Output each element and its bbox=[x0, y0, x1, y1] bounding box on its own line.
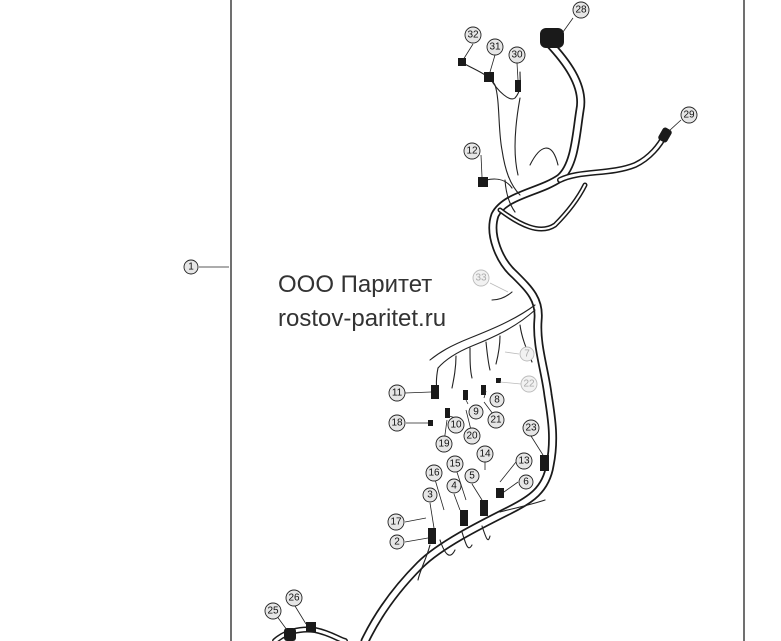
svg-text:18: 18 bbox=[391, 418, 403, 429]
callout-25: 25 bbox=[264, 602, 282, 620]
svg-text:9: 9 bbox=[473, 407, 479, 418]
callout-23: 23 bbox=[522, 419, 540, 437]
callout-29: 29 bbox=[680, 106, 698, 124]
callout-18: 18 bbox=[388, 414, 406, 432]
svg-text:26: 26 bbox=[288, 593, 300, 604]
svg-text:29: 29 bbox=[683, 110, 695, 121]
svg-text:28: 28 bbox=[575, 5, 587, 16]
svg-text:32: 32 bbox=[467, 30, 479, 41]
svg-text:20: 20 bbox=[466, 431, 478, 442]
callout-26: 26 bbox=[285, 589, 303, 607]
callout-16: 16 bbox=[425, 464, 443, 482]
callout-21: 21 bbox=[487, 411, 505, 429]
connector-8 bbox=[481, 385, 486, 395]
callout-28: 28 bbox=[572, 1, 590, 19]
connector-26 bbox=[306, 622, 316, 632]
callout-14: 14 bbox=[476, 445, 494, 463]
callout-17: 17 bbox=[387, 513, 405, 531]
svg-text:14: 14 bbox=[479, 449, 491, 460]
svg-text:19: 19 bbox=[438, 439, 450, 450]
callout-9: 9 bbox=[468, 404, 484, 420]
svg-text:11: 11 bbox=[392, 388, 403, 399]
connector-18 bbox=[428, 420, 433, 426]
svg-text:2: 2 bbox=[394, 537, 400, 548]
connector-23 bbox=[540, 455, 549, 471]
connector-32 bbox=[458, 58, 466, 66]
svg-text:16: 16 bbox=[428, 468, 440, 479]
callout-20: 20 bbox=[463, 427, 481, 445]
svg-text:5: 5 bbox=[469, 471, 475, 482]
connector-12 bbox=[478, 177, 488, 187]
leader-lines bbox=[199, 17, 682, 631]
svg-text:3: 3 bbox=[427, 490, 433, 501]
connector-30 bbox=[515, 80, 521, 92]
callout-6: 6 bbox=[518, 474, 534, 490]
svg-text:25: 25 bbox=[267, 606, 279, 617]
callout-1: 1 bbox=[183, 259, 199, 275]
connectors bbox=[284, 28, 672, 641]
watermark-website: rostov-paritet.ru bbox=[278, 305, 447, 332]
callout-15: 15 bbox=[446, 455, 464, 473]
svg-text:15: 15 bbox=[449, 459, 461, 470]
svg-text:30: 30 bbox=[511, 50, 523, 61]
svg-text:7: 7 bbox=[524, 349, 530, 360]
connector-28 bbox=[540, 28, 564, 48]
callout-19: 19 bbox=[435, 435, 453, 453]
callout-11: 11 bbox=[388, 384, 406, 402]
svg-text:8: 8 bbox=[494, 395, 500, 406]
connector-6 bbox=[496, 488, 504, 498]
svg-text:23: 23 bbox=[525, 423, 537, 434]
svg-text:13: 13 bbox=[518, 456, 530, 467]
callout-32: 32 bbox=[464, 26, 482, 44]
callout-3: 3 bbox=[422, 487, 438, 503]
connector-25 bbox=[284, 628, 296, 641]
svg-text:22: 22 bbox=[523, 379, 535, 390]
svg-text:10: 10 bbox=[450, 420, 462, 431]
connector-19 bbox=[445, 408, 450, 418]
callout-4: 4 bbox=[446, 478, 462, 494]
callout-7: 7 bbox=[519, 346, 535, 362]
svg-text:21: 21 bbox=[490, 415, 502, 426]
main-harness bbox=[360, 37, 586, 641]
callout-2: 2 bbox=[389, 534, 405, 550]
callouts: 1 2 3 4 5 6 7 8 9 10 11 12 13 14 15 16 1… bbox=[183, 1, 698, 620]
connector-22 bbox=[496, 378, 501, 383]
lower-branches bbox=[417, 499, 546, 581]
svg-text:17: 17 bbox=[390, 517, 402, 528]
connector-31 bbox=[484, 72, 494, 82]
svg-text:12: 12 bbox=[466, 146, 478, 157]
callout-8: 8 bbox=[489, 392, 505, 408]
svg-text:1: 1 bbox=[188, 262, 194, 273]
connector-29 bbox=[658, 127, 672, 143]
callout-31: 31 bbox=[486, 38, 504, 56]
svg-text:31: 31 bbox=[489, 42, 501, 53]
watermark-company: ООО Паритет bbox=[278, 271, 433, 298]
harness-branch-29 bbox=[497, 132, 668, 232]
callout-13: 13 bbox=[515, 452, 533, 470]
callout-12: 12 bbox=[463, 142, 481, 160]
svg-text:6: 6 bbox=[523, 477, 529, 488]
connector-2 bbox=[428, 528, 436, 544]
callout-30: 30 bbox=[508, 46, 526, 64]
callout-5: 5 bbox=[464, 468, 480, 484]
svg-text:33: 33 bbox=[475, 273, 487, 284]
callout-10: 10 bbox=[447, 416, 465, 434]
watermark: ООО Паритет rostov-paritet.ru bbox=[272, 268, 453, 336]
connector-4 bbox=[460, 510, 468, 526]
connector-5 bbox=[480, 500, 488, 516]
callout-22: 22 bbox=[520, 375, 538, 393]
connector-9 bbox=[463, 390, 468, 400]
connector-11 bbox=[431, 385, 439, 399]
callout-33: 33 bbox=[472, 269, 490, 287]
svg-text:4: 4 bbox=[451, 481, 457, 492]
